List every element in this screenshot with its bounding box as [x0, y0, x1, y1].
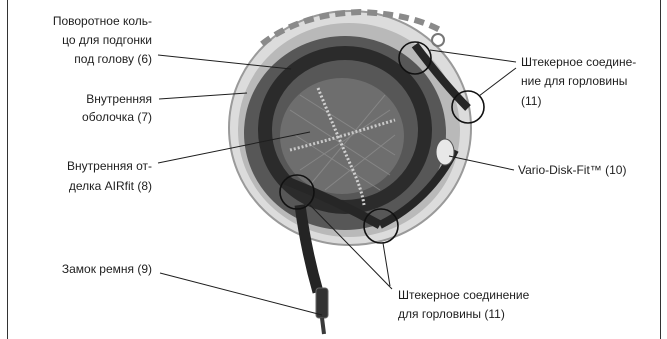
label-head-ring-line-2: цо для подгонки	[62, 33, 152, 47]
label-head-ring-line-3: под голову (6)	[74, 52, 152, 66]
label-inner-shell-line-1: Внутренняя	[86, 92, 152, 106]
vario-disk	[436, 139, 454, 165]
leader-line-connector-top-b	[479, 68, 516, 96]
leader-line-buckle	[160, 273, 322, 315]
label-airfit-line-1: Внутренняя от-	[67, 159, 152, 173]
label-connector-top: Штекерное соедине- ние для горловины (11…	[521, 55, 636, 108]
buckle-tongue	[322, 318, 324, 334]
helmet-photo	[229, 11, 471, 334]
label-buckle-line-1: Замок ремня (9)	[62, 262, 152, 276]
label-airfit: Внутренняя от- делка AIRfit (8)	[67, 159, 152, 193]
label-connector-bottom: Штекерное соединение для горловины (11)	[398, 288, 530, 321]
label-vario: Vario-Disk-Fit™ (10)	[518, 163, 626, 177]
label-head-ring: Поворотное коль- цо для подгонки под гол…	[53, 14, 152, 66]
label-connector-top-line-3: (11)	[521, 94, 541, 108]
label-inner-shell-line-2: оболочка (7)	[82, 110, 152, 124]
label-connector-bottom-line-2: для горловины (11)	[398, 307, 505, 321]
top-clip-ring	[432, 34, 444, 46]
label-buckle: Замок ремня (9)	[62, 262, 152, 276]
label-airfit-line-2: делка AIRfit (8)	[69, 179, 152, 193]
label-connector-top-line-1: Штекерное соедине-	[521, 55, 636, 69]
label-vario-line-1: Vario-Disk-Fit™ (10)	[518, 163, 626, 177]
label-connector-top-line-2: ние для горловины	[521, 74, 627, 88]
label-connector-bottom-line-1: Штекерное соединение	[398, 288, 530, 302]
label-inner-shell: Внутренняя оболочка (7)	[82, 92, 152, 124]
leader-line-connector-bottom-b	[383, 243, 390, 286]
label-head-ring-line-1: Поворотное коль-	[53, 14, 152, 28]
